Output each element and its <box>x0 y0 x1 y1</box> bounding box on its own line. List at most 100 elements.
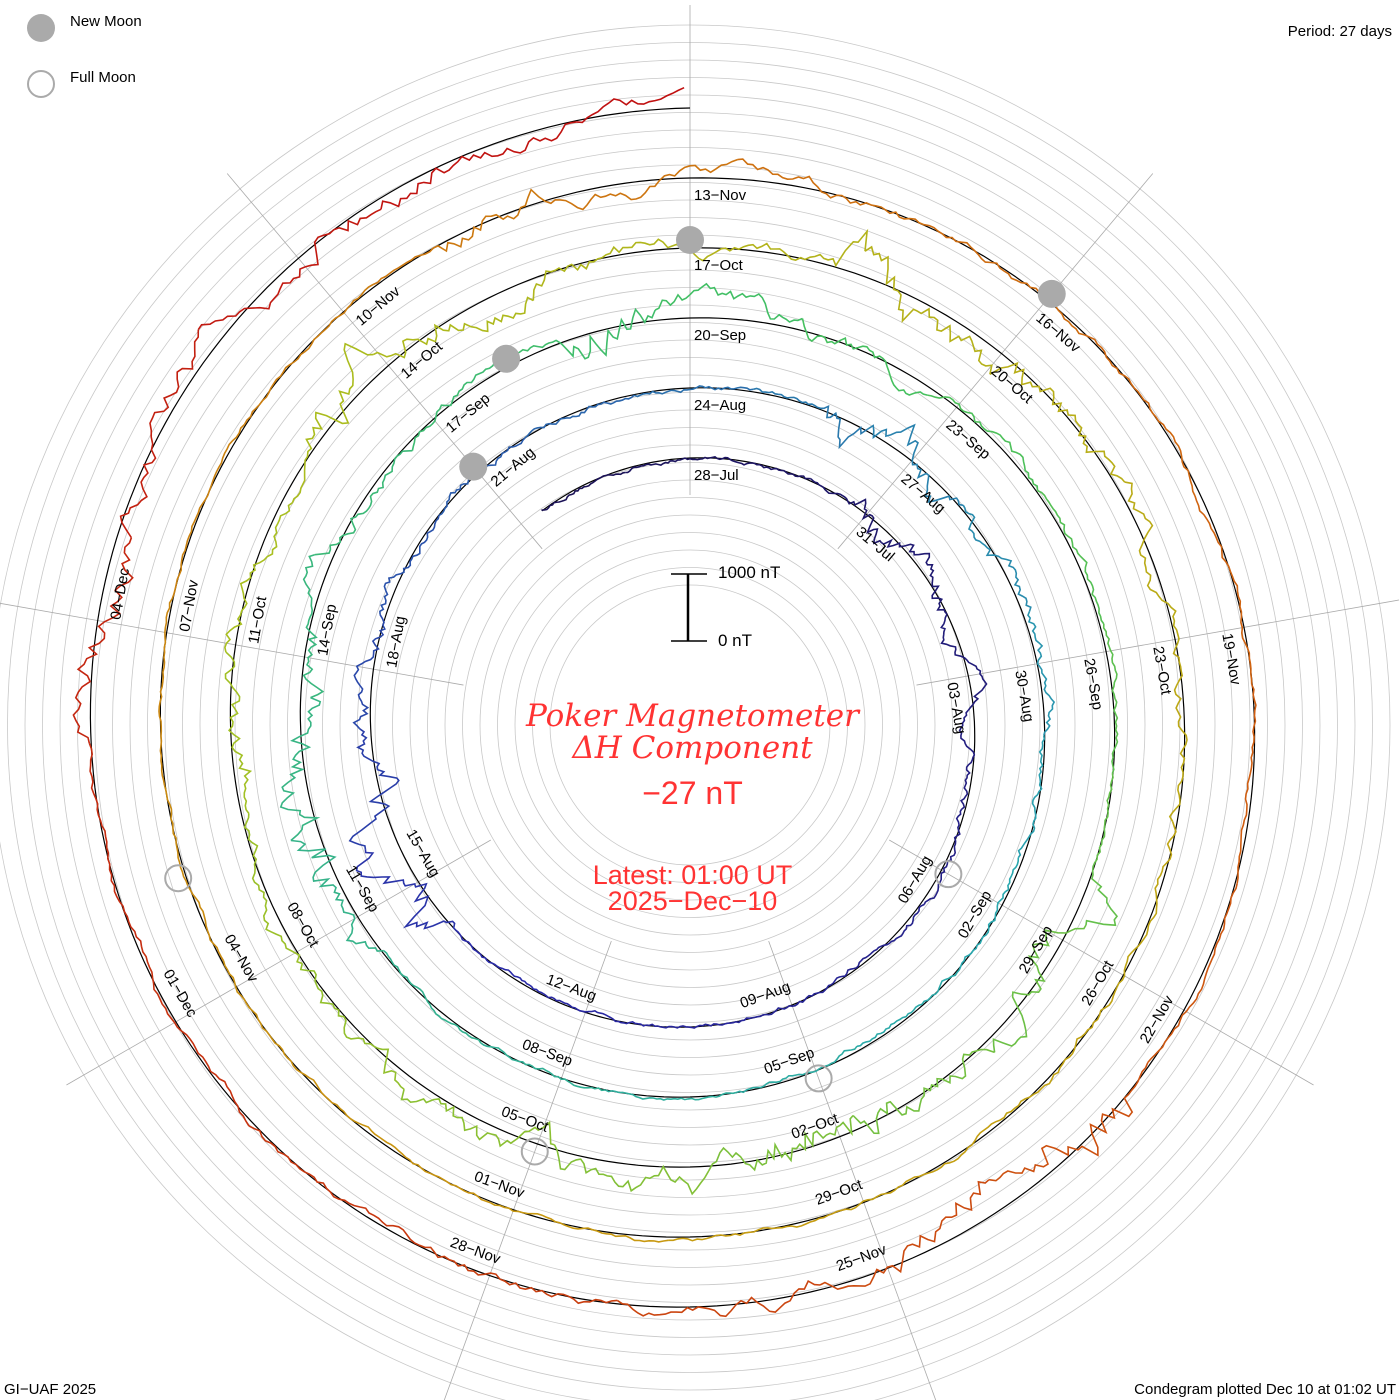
legend-new-moon: New Moon <box>70 13 142 30</box>
date-label: 20−Sep <box>694 327 747 344</box>
trace-segment <box>372 188 546 286</box>
grid-circle <box>479 514 901 936</box>
trace-segment <box>992 924 1087 1053</box>
grid-spoke <box>768 940 937 1400</box>
trace-segment <box>516 307 656 360</box>
trace-segment <box>864 245 993 375</box>
full-moon-icon <box>27 70 55 98</box>
trace-segment <box>355 849 457 931</box>
trace-segment <box>532 238 691 301</box>
trace-segment <box>544 158 738 211</box>
date-label: 17−Oct <box>694 257 743 274</box>
grid-spoke <box>0 602 464 686</box>
trace-segment <box>379 515 440 615</box>
trace-segment <box>524 394 635 439</box>
date-label: 13−Nov <box>694 187 747 204</box>
trace-segment <box>717 456 811 480</box>
date-label: 24−Aug <box>694 397 747 414</box>
date-label: 28−Jul <box>694 467 739 484</box>
latest-value: −27 nT <box>642 775 743 811</box>
chart-title: Poker Magnetometer <box>526 698 859 734</box>
trace-segment <box>140 946 250 1127</box>
trace-segment <box>419 1244 618 1305</box>
trace-segment <box>158 598 173 786</box>
trace-segment <box>927 394 1039 491</box>
trace-segment <box>866 423 964 507</box>
trace-segment <box>689 228 869 268</box>
trace-segment <box>752 973 848 1019</box>
new-moon-marker <box>492 344 521 373</box>
trace-segment <box>553 1144 710 1196</box>
trace-segment <box>1147 883 1238 1064</box>
trace-segment <box>737 158 925 226</box>
trace-segment <box>999 987 1118 1121</box>
trace-segment <box>291 342 374 504</box>
trace-segment <box>383 950 482 1044</box>
trace-segment <box>846 903 925 974</box>
new-moon-marker <box>459 452 488 481</box>
chart-subtitle: ΔH Component <box>572 730 813 766</box>
trace-segment <box>1102 623 1119 774</box>
scale-bottom-label: 0 nT <box>718 631 753 650</box>
new-moon-marker <box>1037 279 1066 308</box>
trace-segment <box>243 283 374 425</box>
grid-circle <box>514 549 866 901</box>
trace-segment <box>352 614 386 730</box>
legend-full-moon: Full Moon <box>70 69 136 86</box>
trace-segment <box>248 1125 420 1247</box>
trace-segment <box>171 423 246 599</box>
grid-spoke <box>226 173 543 550</box>
trace-segment <box>654 282 803 323</box>
full-moon-marker <box>934 860 963 889</box>
grid-spoke <box>916 599 1400 686</box>
trace-segment <box>707 1114 854 1172</box>
trace-segment <box>923 223 1085 336</box>
trace-segment <box>988 1062 1149 1182</box>
latest-time: Latest: 01:00 UT <box>592 860 793 890</box>
trace-segment <box>1124 481 1180 650</box>
period-label: Period: 27 days <box>1287 23 1392 40</box>
trace-segment <box>668 1208 847 1242</box>
trace-segment <box>400 1089 555 1148</box>
data-traces <box>72 86 1257 1318</box>
scale-bar <box>671 573 707 642</box>
grid-circle <box>462 497 918 953</box>
trace-segment <box>243 813 303 965</box>
trace-segment <box>224 651 253 814</box>
trace-segment <box>989 361 1126 483</box>
latest-date: 2025−Dec−10 <box>607 886 778 916</box>
trace-segment <box>543 993 647 1027</box>
trace-segment <box>1116 821 1177 988</box>
trace-segment <box>923 808 963 905</box>
trace-segment <box>1027 610 1056 736</box>
trace-segment <box>163 784 225 962</box>
grid-circle <box>549 584 831 866</box>
trace-segment <box>541 471 626 511</box>
trace-segment <box>279 696 322 842</box>
trace-segment <box>72 537 134 744</box>
trace-segment <box>1168 648 1188 823</box>
full-moon-marker <box>520 1137 549 1166</box>
grid <box>0 5 1400 1400</box>
scale-top-label: 1000 nT <box>718 563 781 582</box>
trace-segment <box>576 86 685 124</box>
full-moon-marker <box>164 864 193 893</box>
full-moon-marker <box>804 1064 833 1093</box>
trace-segment <box>336 1104 491 1204</box>
footer-plotted: Condegram plotted Dec 10 at 01:02 UT <box>1134 1381 1396 1398</box>
trace-segment <box>633 385 754 398</box>
trace-segment <box>1037 489 1105 625</box>
new-moon-marker <box>676 226 704 254</box>
trace-segment <box>810 478 883 545</box>
trace-segment <box>625 456 718 474</box>
trace-segment <box>852 1048 995 1135</box>
trace-segment <box>646 1017 753 1029</box>
grid-spoke <box>837 173 1154 550</box>
trace-segment <box>372 296 534 359</box>
trace-segment <box>222 960 338 1106</box>
trace-segment <box>846 1119 1001 1211</box>
trace-segment <box>314 449 413 556</box>
trace-segment <box>1017 735 1046 859</box>
